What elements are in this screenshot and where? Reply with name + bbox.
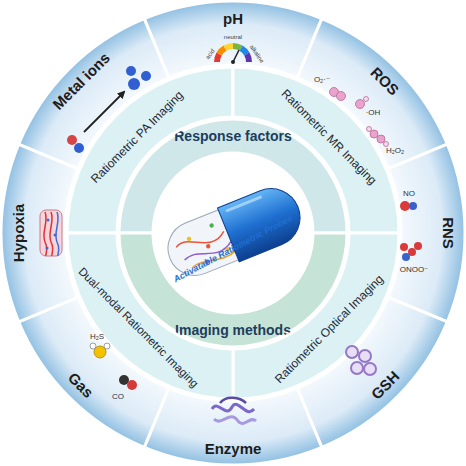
response-segment: ROS: [295, 16, 450, 171]
icon-label: O₂·⁻: [314, 76, 330, 84]
capsule-body-part: [205, 243, 211, 249]
capsule-body: [159, 180, 309, 285]
center-circle: Activatable Ratiometric Probes: [155, 155, 311, 311]
factor-label: RNS: [441, 217, 456, 249]
factor-label: pH: [223, 11, 243, 26]
segment-outline: [297, 19, 447, 169]
icon-label: ONOO⁻: [400, 266, 429, 274]
response-segment: GSH: [295, 295, 450, 450]
icon-label: CO: [112, 393, 124, 401]
response-segment: Metal ions: [16, 16, 171, 171]
capsule-body-part: [186, 236, 192, 242]
ring-label: Response factors: [174, 129, 291, 143]
response-segment: Enzyme: [142, 386, 324, 466]
segment-outline: [144, 388, 322, 465]
segment-shape: [16, 16, 171, 171]
segment-outline: [19, 19, 169, 169]
factor-label: Enzyme: [205, 441, 262, 456]
segment-outline: [1, 144, 78, 322]
segment-outline: [388, 144, 465, 322]
factor-label: Hypoxia: [11, 204, 26, 262]
icon-label: ·OH: [366, 109, 381, 117]
ring-label: Imaging methods: [175, 323, 291, 337]
segment-outline: [19, 297, 169, 447]
segment-outline: [297, 297, 447, 447]
segment-outline: [144, 1, 322, 78]
capsule-illustration: [155, 155, 311, 311]
response-segment: Gas: [16, 295, 171, 450]
capsule-body-part: [227, 197, 260, 210]
icon-label: neutral: [224, 34, 242, 40]
capsule-body-part: [209, 223, 215, 229]
response-segment: RNS: [386, 142, 466, 324]
response-segment: Hypoxia: [0, 142, 80, 324]
icon-label: NO: [403, 190, 415, 198]
icon-label: H₂S: [90, 333, 104, 341]
segment-shape: [295, 16, 450, 171]
response-segment: pH: [142, 0, 324, 80]
segment-shape: [16, 295, 171, 450]
segment-shape: [295, 295, 450, 450]
icon-label: H₂O₂: [386, 147, 404, 155]
